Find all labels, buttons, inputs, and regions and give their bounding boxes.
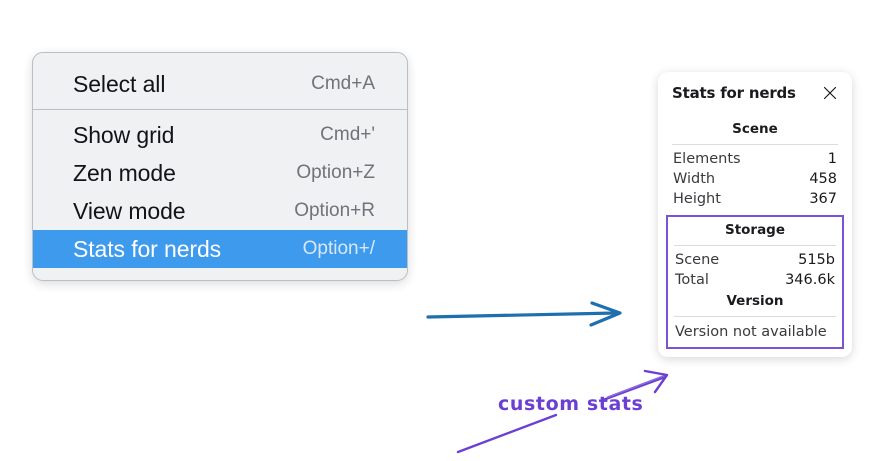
menu-item-shortcut: Cmd+' [320, 124, 375, 145]
custom-stats-highlight-box: Storage Scene 515b Total 346.6k Version … [666, 215, 844, 349]
stat-key: Height [673, 191, 721, 207]
section-title-storage: Storage [724, 222, 786, 238]
panel-title: Stats for nerds [672, 84, 796, 102]
stat-value: 346.6k [785, 272, 835, 288]
blue-arrow [426, 301, 622, 327]
menu-item-shortcut: Option+Z [296, 162, 375, 183]
menu-item-zen-mode[interactable]: Zen mode Option+Z [33, 154, 407, 192]
stat-row-storage-total: Total 346.6k [672, 270, 838, 290]
version-note: Version not available [675, 324, 827, 340]
section-title-version: Version [726, 293, 784, 309]
stat-row-storage-scene: Scene 515b [672, 250, 838, 270]
menu-item-stats-for-nerds[interactable]: Stats for nerds Option+/ [33, 230, 407, 268]
section-rule [672, 144, 838, 145]
section-rule [674, 316, 836, 317]
stat-value: 367 [809, 191, 837, 207]
stat-key: Elements [673, 151, 741, 167]
menu-group-2: Show grid Cmd+' Zen mode Option+Z View m… [33, 110, 407, 274]
stat-row-height: Height 367 [670, 189, 840, 209]
custom-stats-annotation-label: custom stats [498, 393, 644, 415]
menu-item-label: Stats for nerds [73, 235, 222, 262]
stat-value: 515b [798, 252, 835, 268]
panel-section-version: Version Version not available [672, 290, 838, 341]
panel-section-scene: Scene Elements 1 Width 458 Height 367 [670, 118, 840, 209]
close-icon[interactable] [822, 85, 838, 101]
stat-value: 458 [809, 171, 837, 187]
menu-group-1: Select all Cmd+A [33, 59, 407, 109]
menu-item-label: Zen mode [73, 159, 176, 186]
menu-item-shortcut: Option+/ [302, 238, 375, 259]
menu-item-label: Select all [73, 70, 166, 97]
stat-key: Width [673, 171, 716, 187]
menu-item-shortcut: Option+R [294, 200, 375, 221]
purple-underline-stroke [456, 413, 558, 454]
section-rule [674, 245, 836, 246]
panel-header: Stats for nerds [670, 84, 840, 102]
section-title-scene: Scene [732, 121, 778, 137]
menu-divider [33, 109, 407, 110]
panel-section-storage: Storage Scene 515b Total 346.6k [672, 219, 838, 290]
menu-item-label: Show grid [73, 121, 175, 148]
menu-item-label: View mode [73, 197, 186, 224]
menu-item-select-all[interactable]: Select all Cmd+A [33, 65, 407, 103]
stat-row-width: Width 458 [670, 169, 840, 189]
stat-row-elements: Elements 1 [670, 149, 840, 169]
menu-item-view-mode[interactable]: View mode Option+R [33, 192, 407, 230]
stat-value: 1 [827, 151, 837, 167]
menu-item-show-grid[interactable]: Show grid Cmd+' [33, 116, 407, 154]
stat-key: Scene [675, 252, 720, 268]
menu-item-shortcut: Cmd+A [311, 73, 375, 94]
stats-for-nerds-panel: Stats for nerds Scene Elements 1 Width 4… [658, 72, 852, 357]
context-menu: Select all Cmd+A Show grid Cmd+' Zen mod… [32, 52, 408, 281]
stat-key: Total [675, 272, 709, 288]
